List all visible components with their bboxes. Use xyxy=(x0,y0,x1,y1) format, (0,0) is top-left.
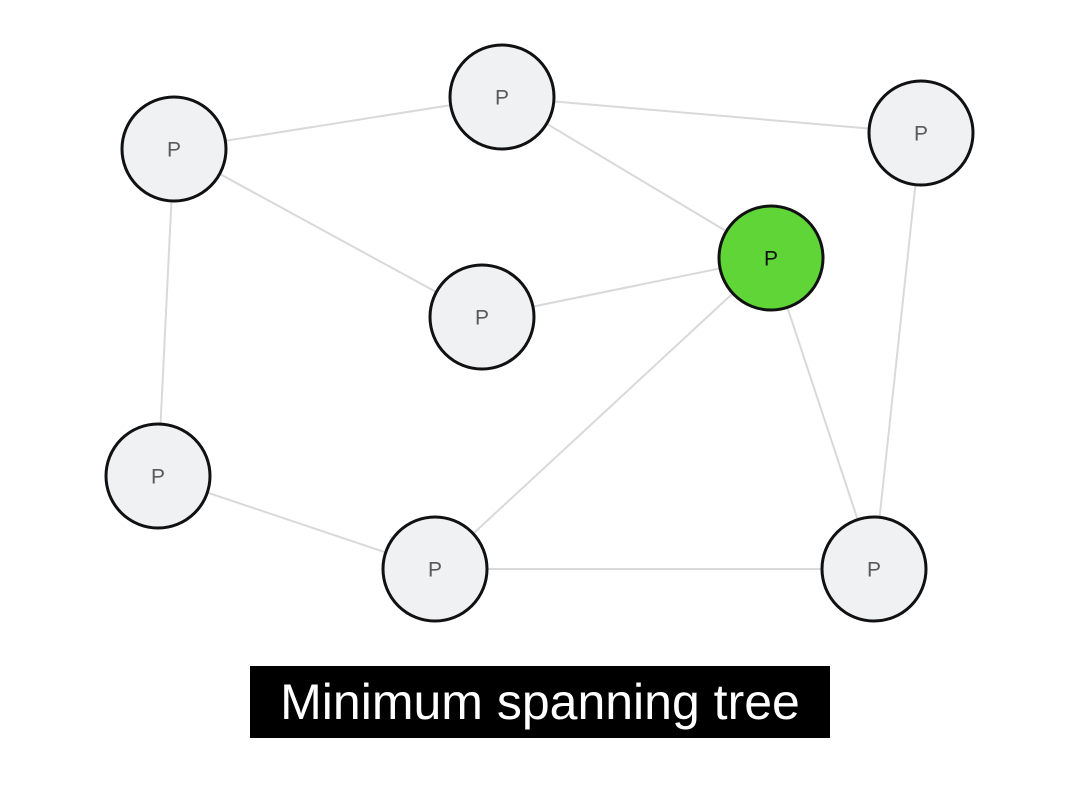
node-label: P xyxy=(428,559,442,582)
node-circle xyxy=(820,515,928,623)
node-top-left: P xyxy=(120,95,228,203)
node-circle xyxy=(120,95,228,203)
node-circle xyxy=(428,263,536,371)
node-label: P xyxy=(151,466,165,489)
diagram-caption: Minimum spanning tree xyxy=(250,666,830,738)
node-circle xyxy=(104,422,212,530)
node-bottom-right: P xyxy=(820,515,928,623)
node-circle xyxy=(381,515,489,623)
node-label: P xyxy=(764,248,778,271)
node-label: P xyxy=(914,123,928,146)
edge-right-middle-to-bottom-center xyxy=(434,257,772,570)
node-label: P xyxy=(167,139,181,162)
node-bottom-center: P xyxy=(381,515,489,623)
edge-right-middle-to-bottom-right xyxy=(770,257,875,570)
graph-edges xyxy=(157,96,922,570)
node-circle xyxy=(717,204,825,312)
edge-top-right-to-bottom-right xyxy=(873,132,922,570)
node-top-center: P xyxy=(448,43,556,151)
node-bottom-left: P xyxy=(104,422,212,530)
edge-top-left-to-bottom-left xyxy=(157,148,175,477)
edge-top-left-to-top-center xyxy=(173,96,503,150)
node-circle xyxy=(448,43,556,151)
edge-top-center-to-top-right xyxy=(501,96,922,134)
node-label: P xyxy=(475,307,489,330)
node-label: P xyxy=(867,559,881,582)
edge-top-left-to-center xyxy=(173,148,483,318)
node-center: P xyxy=(428,263,536,371)
node-top-right: P xyxy=(867,79,975,187)
node-label: P xyxy=(495,87,509,110)
node-circle xyxy=(867,79,975,187)
graph-nodes: P P P P P P P P xyxy=(104,43,975,623)
node-right-middle-highlighted: P xyxy=(717,204,825,312)
